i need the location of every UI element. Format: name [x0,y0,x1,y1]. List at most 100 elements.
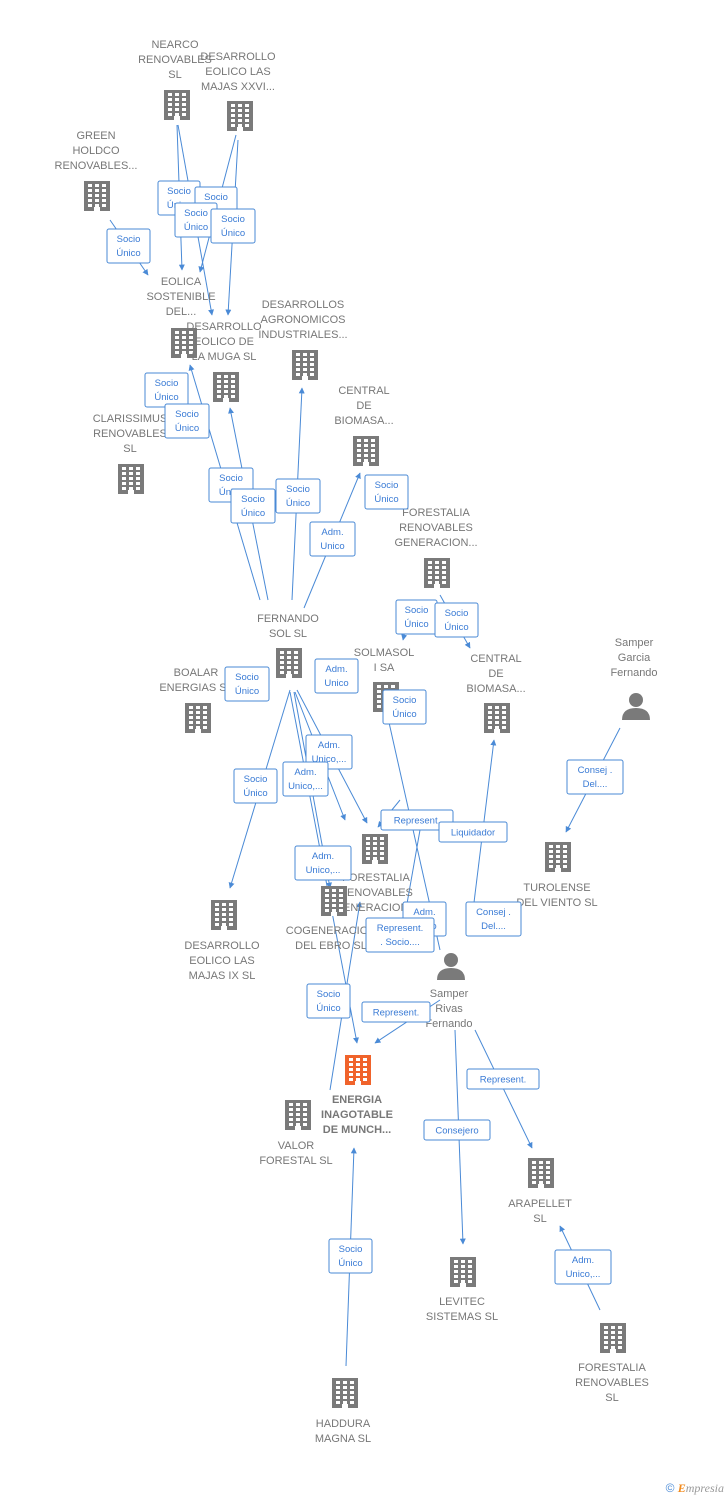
edge-line [402,829,421,916]
edge-label[interactable]: Adm.Unico,... [554,1249,612,1285]
building-icon [345,1055,371,1085]
edge-label-text: Socio [286,484,310,495]
edge-label-text: Socio [241,494,265,505]
edge-label[interactable]: Adm.Unico [309,521,356,557]
edge-label-text: Único [392,709,416,720]
node-forestalia_gen1[interactable]: FORESTALIARENOVABLESGENERACION... [394,507,478,588]
edge-label-text: Socio [235,672,259,683]
edge-label[interactable]: Adm.Unico [314,658,359,694]
edge-label-text: Socio [117,234,141,245]
edge-label[interactable]: Adm. Unico,... [282,761,329,797]
node-label: RENOVABLES [399,522,473,534]
node-label: Fernando [610,667,657,679]
node-forestalia_gen2[interactable]: FORESTALIARENOVABLESGENERACION... [334,834,418,914]
edge-label[interactable]: Liquidador [438,821,508,843]
node-eolica_sost[interactable]: EOLICASOSTENIBLEDEL... [146,276,216,358]
node-label: FORESTALIA [578,1362,646,1374]
edge-label-text: Represent. [377,923,423,934]
edge-label-text: . Socio.... [380,937,420,948]
edge-label-text: Adm. [294,767,316,778]
node-label: VALOR [278,1140,315,1152]
node-label: SL [123,443,136,455]
node-agronomicos[interactable]: DESARROLLOSAGRONOMICOSINDUSTRIALES... [258,299,348,380]
building-icon [285,1100,311,1130]
edge-label-text: Único [243,788,267,799]
edge-label-text: Unico,... [306,865,341,876]
edge-label-text: Adm. [321,527,343,538]
building-icon [211,900,237,930]
node-label: SOL SL [269,628,307,640]
node-label: RENOVABLES [575,1377,649,1389]
edge-label[interactable]: Represent. . Socio.... [365,917,435,953]
node-label: DE [488,668,503,680]
edge-label[interactable]: Represent. [380,809,454,831]
node-central1[interactable]: CENTRALDEBIOMASA... [334,385,394,466]
node-green[interactable]: GREENHOLDCORENOVABLES... [55,130,138,211]
node-label: RENOVABLES [339,887,413,899]
edge-label-text: Represent. [480,1075,526,1086]
edge-label[interactable]: Consej .Del.... [465,901,522,937]
building-icon [332,1378,358,1408]
node-central2[interactable]: CENTRALDEBIOMASA... [466,653,526,733]
edge-label[interactable]: Consej .Del.... [566,759,624,795]
edge-label-text: Único [444,622,468,633]
edge-label-text: Adm. [312,851,334,862]
node-label: FORESTALIA [402,507,470,519]
building-icon [84,181,110,211]
node-label: FORESTALIA [342,872,410,884]
node-label: BIOMASA... [334,415,393,427]
edge-label-text: Único [286,498,310,509]
edge-label[interactable]: Adm. Unico,... [294,845,352,881]
node-label: SOLMASOL [354,647,415,659]
building-icon [292,350,318,380]
edge-label[interactable]: Consejero [423,1119,491,1141]
edge-label[interactable]: Represent. [361,1001,431,1023]
edge-label-text: Unico,... [288,781,323,792]
node-label: GREEN [76,130,115,142]
edge-label[interactable]: Adm.Unico,... [305,734,353,770]
node-label: MAJAS XXVI... [201,81,275,93]
footer-brand: © Empresia [666,1481,724,1496]
edge-label-text: Consej . [578,765,613,776]
edge-label-text: Único [235,686,259,697]
node-label: RENOVABLES [138,54,212,66]
node-label: BOALAR [174,667,219,679]
node-label: NEARCO [151,39,199,51]
node-label: EOLICO LAS [189,955,254,967]
edge-label[interactable]: Represent. [466,1068,540,1090]
node-label: AGRONOMICOS [261,314,346,326]
edge-label-text: Socio [339,1244,363,1255]
